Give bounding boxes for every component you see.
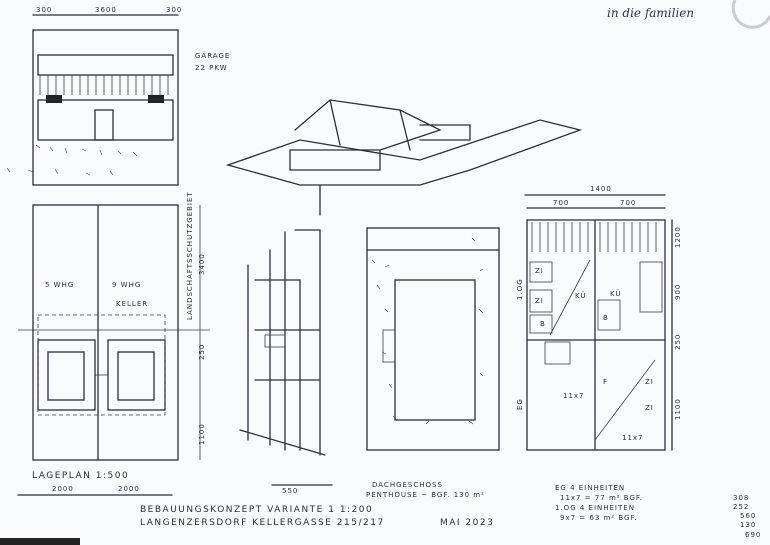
svg-text:GARAGE: GARAGE	[195, 52, 230, 60]
svg-text:1.OG 4 EINHEITEN: 1.OG 4 EINHEITEN	[555, 504, 635, 512]
svg-text:130: 130	[740, 521, 756, 529]
svg-text:1100: 1100	[674, 398, 682, 420]
svg-text:B: B	[540, 320, 546, 328]
svg-text:9 WHG: 9 WHG	[112, 281, 141, 289]
svg-text:700: 700	[553, 199, 569, 207]
garage-plan: 300 3600 300 GARAGE 22 PKW	[6, 6, 230, 186]
svg-text:900: 900	[674, 284, 682, 300]
svg-text:300: 300	[36, 6, 52, 14]
svg-text:ZI: ZI	[645, 378, 654, 386]
svg-text:PENTHOUSE ~ BGF. 130 m²: PENTHOUSE ~ BGF. 130 m²	[366, 491, 485, 499]
svg-text:ZI: ZI	[535, 297, 544, 305]
svg-text:MAI 2023: MAI 2023	[440, 518, 494, 528]
svg-text:LANGENZERSDORF KELLERGASSE 215: LANGENZERSDORF KELLERGASSE 215/217	[140, 518, 385, 528]
svg-text:LAGEPLAN 1:500: LAGEPLAN 1:500	[32, 471, 129, 481]
svg-text:300: 300	[166, 6, 182, 14]
svg-text:ZI: ZI	[645, 404, 654, 412]
svg-text:ZI: ZI	[535, 267, 544, 275]
building-section: 550	[239, 229, 333, 495]
svg-text:2000: 2000	[52, 485, 74, 493]
svg-text:690: 690	[745, 531, 761, 539]
svg-text:700: 700	[620, 199, 636, 207]
svg-text:11x7: 11x7	[563, 392, 585, 400]
svg-text:1400: 1400	[590, 185, 612, 193]
roof-floor-plan: DACHGESCHOSS PENTHOUSE ~ BGF. 130 m²	[366, 227, 500, 499]
svg-text:3600: 3600	[95, 6, 117, 14]
site-plan: 5 WHG 9 WHG KELLER LANDSCHAFTSSCHUTZGEBI…	[17, 191, 210, 496]
svg-text:3400: 3400	[198, 253, 206, 275]
floor-plan: 1400 700 700 ZI ZI KÜ KÜ B B F ZI ZI 11x…	[516, 185, 682, 522]
svg-text:9x7 = 63 m² BGF.: 9x7 = 63 m² BGF.	[560, 514, 638, 522]
svg-text:DACHGESCHOSS: DACHGESCHOSS	[372, 481, 443, 489]
page-edge-shadow	[0, 538, 80, 545]
svg-text:252: 252	[733, 503, 749, 511]
svg-text:1.OG: 1.OG	[516, 278, 524, 300]
binder-ring-icon	[731, 0, 770, 29]
svg-text:250: 250	[198, 344, 206, 360]
svg-text:1100: 1100	[198, 423, 206, 445]
handwritten-note: in die familien	[607, 6, 694, 20]
svg-text:EG: EG	[516, 398, 524, 410]
svg-text:2000: 2000	[118, 485, 140, 493]
svg-text:KELLER: KELLER	[116, 300, 148, 308]
svg-text:F: F	[603, 378, 608, 386]
svg-text:BEBAUUNGSKONZEPT VARIANTE 1 1:: BEBAUUNGSKONZEPT VARIANTE 1 1:200	[140, 505, 373, 515]
svg-text:KÜ: KÜ	[575, 291, 587, 300]
svg-text:LANDSCHAFTSSCHUTZGEBIET: LANDSCHAFTSSCHUTZGEBIET	[186, 191, 194, 320]
svg-text:250: 250	[674, 334, 682, 350]
perspective-sketch	[225, 99, 583, 216]
svg-text:11x7: 11x7	[622, 434, 644, 442]
svg-text:550: 550	[282, 487, 298, 495]
title-block: BEBAUUNGSKONZEPT VARIANTE 1 1:200 LANGEN…	[140, 505, 494, 528]
svg-text:5 WHG: 5 WHG	[45, 281, 74, 289]
svg-text:KÜ: KÜ	[610, 289, 622, 298]
svg-text:11x7 = 77 m² BGF.: 11x7 = 77 m² BGF.	[560, 494, 643, 502]
svg-text:308: 308	[733, 494, 749, 502]
svg-text:1200: 1200	[674, 226, 682, 248]
svg-text:B: B	[603, 314, 609, 322]
svg-text:560: 560	[740, 512, 756, 520]
margin-calculation: 308 252 560 130 690	[733, 494, 761, 539]
svg-text:EG 4 EINHEITEN: EG 4 EINHEITEN	[555, 484, 625, 492]
svg-text:22 PKW: 22 PKW	[195, 64, 228, 72]
